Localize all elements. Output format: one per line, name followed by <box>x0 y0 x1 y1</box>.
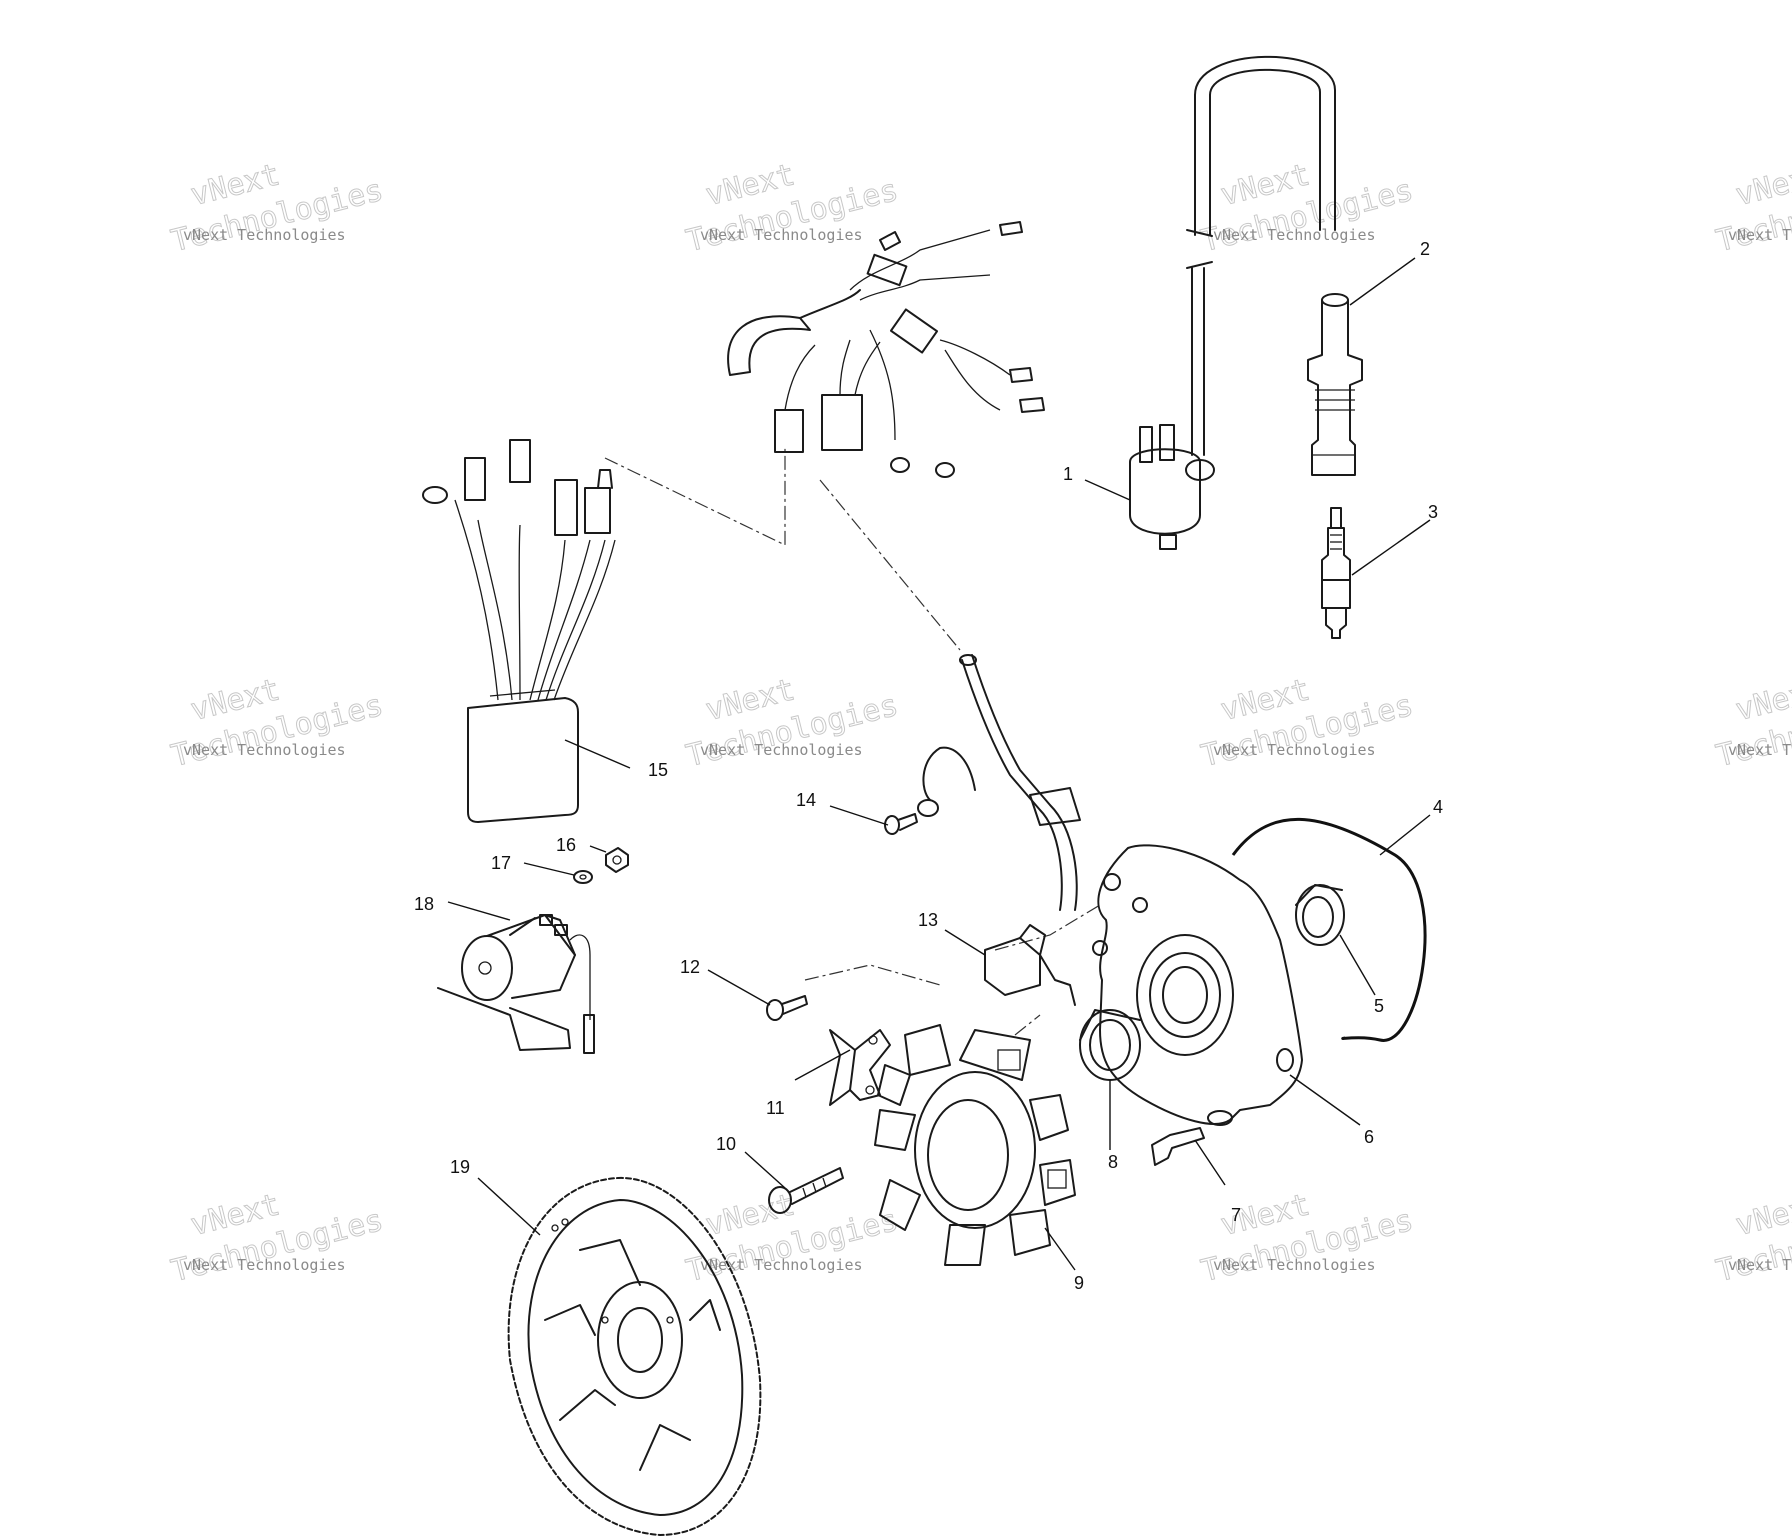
ignition-coil <box>1129 55 1336 550</box>
washer <box>573 870 593 884</box>
screw-12 <box>766 995 808 1021</box>
callout-5: 5 <box>1374 996 1384 1016</box>
callout-7: 7 <box>1231 1205 1241 1225</box>
svg-text:vNext: vNext <box>1732 1187 1792 1243</box>
callout-19: 19 <box>450 1157 470 1177</box>
cdi-box <box>422 439 616 823</box>
clamp <box>829 1029 891 1106</box>
callouts: 1 2 3 4 5 6 7 8 9 10 11 12 13 14 15 16 1… <box>414 239 1443 1293</box>
watermark-text: vNext Technologies <box>1728 741 1792 759</box>
flywheel <box>507 1176 762 1536</box>
callout-13: 13 <box>918 910 938 930</box>
nut <box>605 847 629 873</box>
ground-screw <box>884 746 976 835</box>
o-ring <box>1231 817 1427 1042</box>
watermark-text: vNext Technologies <box>1728 1256 1792 1274</box>
svg-text:vNext: vNext <box>1732 672 1792 728</box>
assembly-lines <box>604 445 1101 1036</box>
callout-12: 12 <box>680 957 700 977</box>
callout-10: 10 <box>716 1134 736 1154</box>
watermark-text: vNext Technologies <box>1213 741 1376 759</box>
seal-large <box>1079 1009 1141 1081</box>
screw-10 <box>768 1167 844 1214</box>
leader-lines <box>447 257 1431 1271</box>
watermark-text: vNext Technologies <box>1213 1256 1376 1274</box>
callout-9: 9 <box>1074 1273 1084 1293</box>
callout-4: 4 <box>1433 797 1443 817</box>
callout-2: 2 <box>1420 239 1430 259</box>
solenoid <box>437 914 595 1054</box>
watermark-text: vNext Technologies <box>183 1256 346 1274</box>
watermark-text: vNext Technologies <box>183 741 346 759</box>
watermarks: vNext Technologies vNext Technologies vN… <box>167 157 1792 1290</box>
callout-3: 3 <box>1428 502 1438 522</box>
wire-harness <box>727 221 1081 911</box>
watermark-text: vNext Technologies <box>183 226 346 244</box>
watermark-text: vNext Technologies <box>1728 226 1792 244</box>
svg-text:vNext: vNext <box>1732 157 1792 213</box>
callout-1: 1 <box>1063 464 1073 484</box>
spark-plug-cap <box>1307 293 1363 476</box>
callout-15: 15 <box>648 760 668 780</box>
bolt-7 <box>1151 1127 1205 1166</box>
watermark-text: vNext Technologies <box>1213 226 1376 244</box>
watermark-text: vNext Technologies <box>700 226 863 244</box>
watermark-text: vNext Technologies <box>700 741 863 759</box>
callout-18: 18 <box>414 894 434 914</box>
callout-8: 8 <box>1108 1152 1118 1172</box>
callout-6: 6 <box>1364 1127 1374 1147</box>
callout-11: 11 <box>766 1098 785 1118</box>
stator-plate <box>1092 844 1303 1126</box>
pickup-sensor <box>984 924 1076 1006</box>
watermark-text: vNext Technologies <box>700 1256 863 1274</box>
callout-14: 14 <box>796 790 816 810</box>
stator <box>874 1024 1076 1266</box>
callout-17: 17 <box>491 853 511 873</box>
spark-plug <box>1321 507 1351 639</box>
seal-small <box>1295 884 1345 946</box>
callout-16: 16 <box>556 835 576 855</box>
